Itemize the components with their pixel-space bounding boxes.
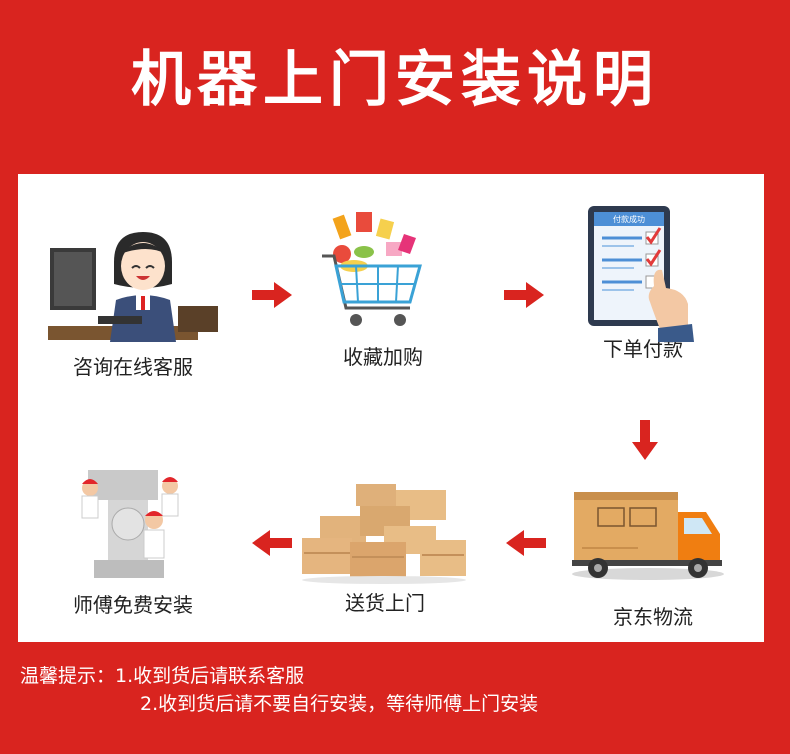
step-install: 师傅免费安装 bbox=[48, 464, 218, 618]
arrow-left-icon bbox=[252, 530, 292, 560]
step-label: 师傅免费安装 bbox=[73, 593, 193, 617]
shopping-cart-icon bbox=[298, 212, 468, 342]
notes: 温馨提示：1.收到货后请联系客服 2.收到货后请不要自行安装，等待师傅上门安装 bbox=[20, 662, 538, 718]
boxes-icon bbox=[300, 478, 470, 584]
notes-line-1: 1.收到货后请联系客服 bbox=[115, 665, 305, 687]
notes-prefix: 温馨提示： bbox=[20, 665, 116, 687]
arrow-right-icon bbox=[504, 282, 544, 312]
delivery-truck-icon bbox=[568, 484, 738, 604]
step-delivery: 送货上门 bbox=[300, 478, 470, 616]
technician-install-icon bbox=[48, 464, 218, 584]
step-label: 咨询在线客服 bbox=[73, 355, 193, 379]
step-logistics: 京东物流 bbox=[568, 484, 738, 630]
arrow-right-icon bbox=[252, 282, 292, 312]
process-panel: 咨询在线客服 bbox=[18, 174, 764, 642]
arrow-down-icon bbox=[632, 420, 658, 464]
step-label: 送货上门 bbox=[345, 591, 425, 615]
step-consult: 咨询在线客服 bbox=[48, 222, 218, 380]
step-label: 京东物流 bbox=[613, 605, 693, 629]
arrow-left-icon bbox=[506, 530, 546, 560]
step-pay: 付款成功 下单付款 bbox=[558, 204, 728, 362]
notes-line-2: 2.收到货后请不要自行安装，等待师傅上门安装 bbox=[140, 693, 539, 715]
step-cart: 收藏加购 bbox=[298, 212, 468, 370]
notes-row-1: 温馨提示：1.收到货后请联系客服 bbox=[20, 662, 538, 690]
customer-service-icon bbox=[48, 222, 218, 342]
step-label: 收藏加购 bbox=[343, 345, 423, 369]
tablet-payment-icon: 付款成功 bbox=[558, 204, 728, 342]
page-title: 机器上门安装说明 bbox=[131, 45, 659, 115]
tablet-header: 付款成功 bbox=[613, 214, 645, 224]
